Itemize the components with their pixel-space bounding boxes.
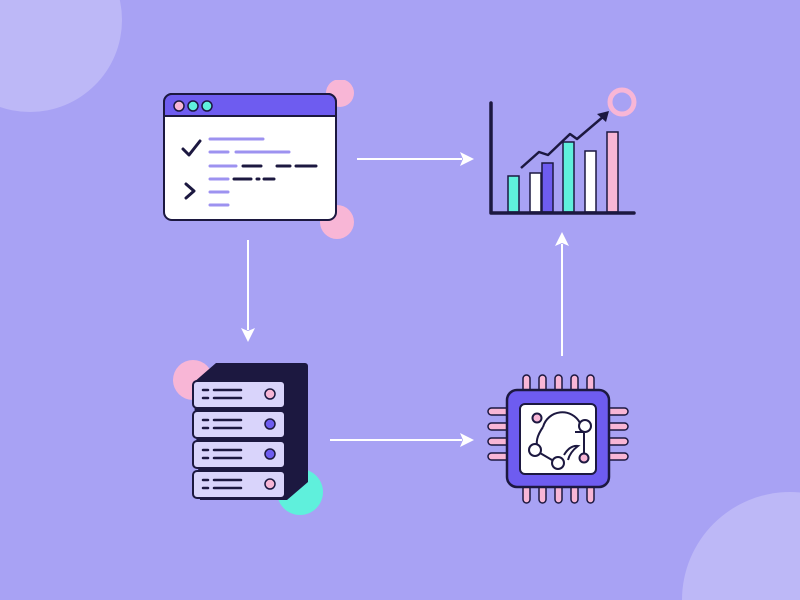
server-unit [192, 410, 286, 439]
code-window-node[interactable] [160, 80, 360, 240]
background-circle-bottom-right [682, 492, 800, 600]
trend-arrowhead-icon [597, 111, 609, 122]
checkmark-icon [181, 139, 202, 157]
bar-chart-growth-icon [489, 101, 636, 215]
background-circle-top-left [0, 0, 122, 112]
arrow-right-server-to-chip [330, 433, 474, 447]
status-led [264, 478, 276, 490]
status-led [264, 448, 276, 460]
server-unit [192, 470, 286, 499]
processor-chip-node[interactable] [475, 365, 635, 515]
arrow-up-chip-to-chart [555, 232, 569, 356]
server-rack-icon [192, 363, 308, 500]
chevron-prompt-icon [184, 182, 196, 200]
server-unit [192, 380, 286, 409]
code-editor-window-icon [163, 93, 337, 221]
server-unit [192, 440, 286, 469]
chart-axes [489, 101, 636, 215]
chip-pins [487, 374, 629, 504]
analytics-chart-node[interactable] [470, 80, 650, 230]
arrow-down-code-to-server [241, 240, 255, 342]
decor-pink-ring [607, 87, 637, 117]
arrow-right-code-to-chart [357, 152, 474, 166]
status-led [264, 388, 276, 400]
cpu-chip-network-icon [487, 374, 629, 504]
status-led [264, 418, 276, 430]
trend-line [520, 115, 605, 169]
network-nodes [528, 412, 592, 470]
server-stack-node[interactable] [165, 350, 335, 520]
